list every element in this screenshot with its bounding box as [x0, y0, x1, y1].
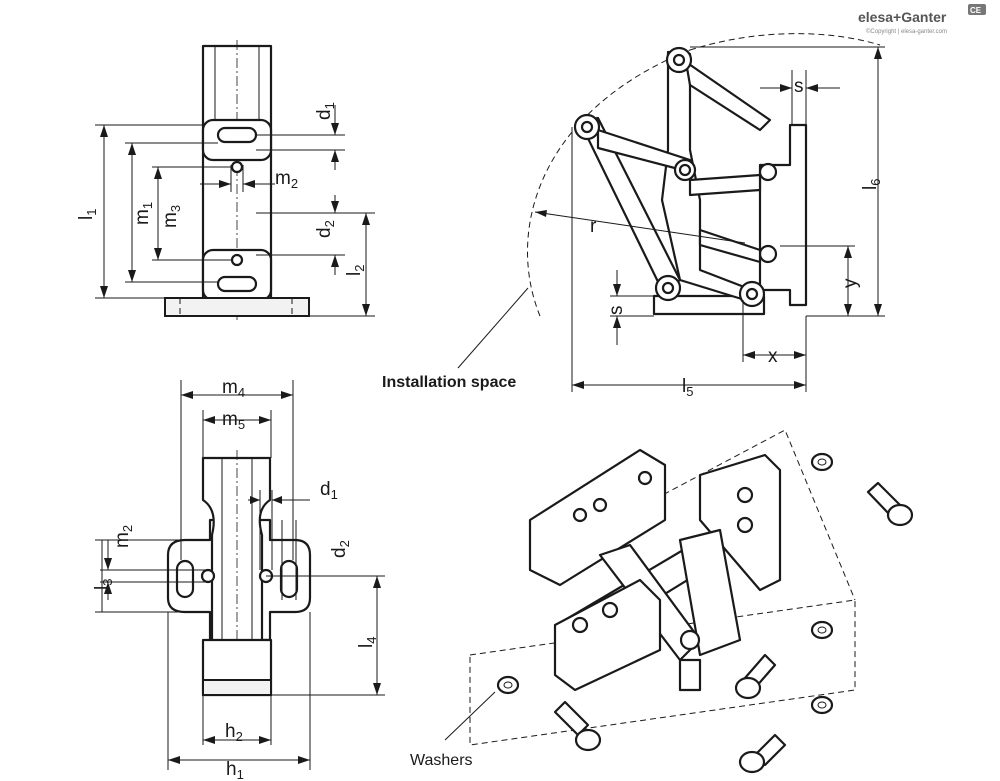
svg-text:l6: l6	[860, 179, 883, 190]
iso-lower-block	[553, 578, 662, 692]
washer-icon	[496, 675, 520, 695]
ce-badge-text: CE	[970, 6, 982, 15]
svg-text:x: x	[768, 346, 778, 367]
front-view-base	[164, 297, 310, 317]
svg-text:d2: d2	[314, 220, 337, 238]
screw-icon	[734, 653, 777, 700]
svg-text:s: s	[794, 76, 804, 97]
front-view: l1 m1 m3 d1 m2 d2	[76, 40, 375, 320]
svg-text:l4: l4	[356, 637, 379, 648]
svg-text:y: y	[840, 278, 861, 288]
lower-hole-icon	[230, 253, 244, 267]
washer-icon	[810, 620, 834, 640]
svg-text:m4: m4	[222, 377, 245, 400]
svg-text:d2: d2	[329, 540, 352, 558]
upper-hole-icon	[230, 160, 244, 174]
brand-logo-text: elesa+Ganter	[858, 9, 947, 25]
screw-icon	[866, 481, 914, 527]
upper-slot	[216, 126, 258, 144]
side-view-base	[652, 294, 766, 316]
screw-icon	[738, 733, 787, 774]
svg-text:h2: h2	[225, 721, 243, 744]
side-view-mounting-plate	[758, 123, 808, 307]
svg-text:l5: l5	[682, 376, 693, 399]
lower-slot	[216, 275, 258, 293]
svg-text:m1: m1	[132, 202, 155, 225]
isometric-view: Washers	[410, 429, 914, 774]
left-slot	[175, 559, 195, 599]
washers-label: Washers	[410, 752, 473, 769]
installation-space-arc	[527, 49, 691, 317]
svg-text:l1: l1	[76, 209, 99, 220]
installation-space-label: Installation space	[382, 374, 516, 391]
washer-icon	[810, 452, 834, 472]
washer-icon	[810, 695, 834, 715]
svg-text:l2: l2	[344, 265, 367, 276]
svg-text:l3: l3	[92, 579, 115, 590]
svg-text:m2: m2	[275, 168, 298, 191]
ce-badge-icon	[968, 4, 986, 15]
brand-logo: elesa+Ganter ©Copyright | elesa-ganter.c…	[858, 4, 986, 35]
iso-upper-bracket	[528, 448, 667, 587]
screw-icon	[553, 700, 602, 752]
svg-text:m5: m5	[222, 409, 245, 432]
svg-text:s: s	[606, 306, 627, 316]
left-hole-icon	[200, 568, 216, 584]
right-slot	[279, 559, 299, 599]
side-view: r s l6 y s x	[382, 33, 885, 399]
svg-text:m3: m3	[160, 205, 183, 228]
svg-text:d1: d1	[320, 479, 338, 502]
svg-text:d1: d1	[314, 102, 337, 120]
copyright-text: ©Copyright | elesa-ganter.com	[866, 28, 947, 35]
svg-text:h1: h1	[226, 759, 244, 781]
svg-text:r: r	[590, 216, 597, 237]
iso-pivot	[679, 629, 701, 651]
svg-text:m2: m2	[112, 525, 135, 548]
top-view: m4 m5 d1 d2 m2 l3	[92, 377, 385, 781]
